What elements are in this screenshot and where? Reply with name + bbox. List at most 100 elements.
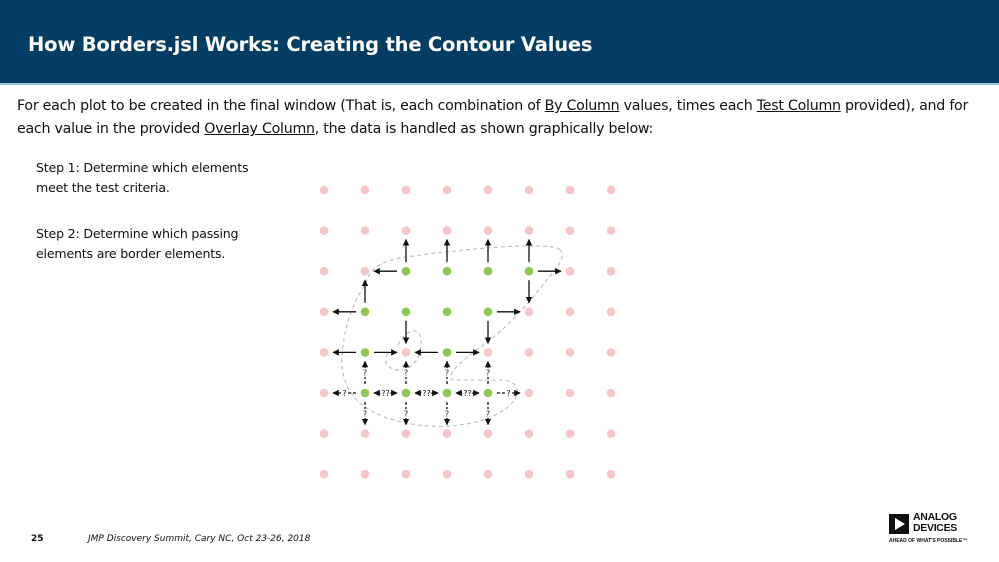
step-2-text: Step 2: Determine which passing elements… [36,226,239,261]
failing-element-dot [565,226,575,235]
failing-element-dot [524,469,534,479]
failing-element-dot [360,185,370,195]
logo-line-1: ANALOG [913,511,957,523]
test-column-link[interactable]: Test Column [756,98,841,114]
failing-element-dot [442,185,452,195]
passing-element-dot [483,388,493,398]
failing-element-dot [401,185,411,195]
failing-element-dot [606,429,616,438]
uncertain-label: ? [363,409,367,418]
uncertain-label: ?? [381,389,390,398]
failing-element-dot [319,469,329,479]
passing-element-dot [442,307,452,317]
failing-element-dot [319,226,329,235]
passing-element-dot [360,348,370,357]
failing-element-dot [319,348,329,357]
overlay-column-link[interactable]: Overlay Column [204,121,315,137]
passing-element-dot [483,307,493,317]
uncertain-label: ?? [422,389,431,398]
failing-element-dot [483,348,493,357]
failing-element-dot [319,388,329,398]
failing-element-dot [565,469,575,479]
intro-text: provided), and for each value in the pro… [17,98,969,137]
passing-element-dot [524,266,534,276]
passing-element-dot [401,307,411,317]
failing-element-dot [401,226,411,235]
failing-element-dot [524,429,534,438]
failing-element-dot [319,266,329,276]
passing-element-dot [360,388,370,398]
failing-element-dot [360,469,370,479]
intro-text: values, times each [619,98,757,114]
uncertain-label: ? [486,409,490,418]
uncertain-label: ?? [463,389,472,398]
logo-line-2: DEVICES [913,522,957,534]
header-bar: How Borders.jsl Works: Creating the Cont… [0,0,999,85]
failing-element-dot [524,185,534,195]
failing-element-dot [360,266,370,276]
failing-element-dot [483,185,493,195]
failing-element-dot [565,388,575,398]
failing-element-dot [524,307,534,317]
failing-element-dot [360,226,370,235]
failing-element-dot [442,469,452,479]
intro-paragraph: For each plot to be created in the final… [17,95,992,141]
failing-element-dot [565,185,575,195]
passing-element-dot [483,266,493,276]
failing-element-dot [606,388,616,398]
uncertain-label: ? [404,369,408,378]
failing-element-dot [606,226,616,235]
uncertain-label: ? [506,389,510,398]
passing-element-dot [360,307,370,317]
by-column-link[interactable]: By Column [544,98,620,114]
failing-element-dot [319,307,329,317]
failing-element-dot [319,185,329,195]
failing-element-dot [524,388,534,398]
failing-element-dot [606,185,616,195]
intro-text: , the data is handled as shown graphical… [314,121,654,137]
step-1-text: Step 1: Determine which elements meet th… [36,160,249,195]
failing-element-dot [524,348,534,357]
failing-element-dot [606,266,616,276]
uncertain-label: ? [342,389,346,398]
failing-element-dot [565,266,575,276]
failing-element-dot [483,226,493,235]
footer-text: JMP Discovery Summit, Cary NC, Oct 23-26… [88,534,311,544]
failing-element-dot [565,348,575,357]
uncertain-label: ? [404,409,408,418]
passing-element-dot [442,348,452,357]
logo-triangle-icon [889,514,909,534]
logo-tagline: AHEAD OF WHAT'S POSSIBLE™ [889,538,968,544]
failing-element-dot [401,429,411,438]
contour-inner-loop [384,330,422,371]
failing-element-dot [606,469,616,479]
failing-element-dot [442,429,452,438]
passing-element-dot [442,266,452,276]
uncertain-label: ? [445,409,449,418]
failing-element-dot [401,348,411,357]
passing-element-dot [442,388,452,398]
failing-element-dot [360,429,370,438]
uncertain-label: ? [363,369,367,378]
passing-element-dot [401,266,411,276]
uncertain-label: ? [486,369,490,378]
failing-element-dot [483,429,493,438]
page-number: 25 [31,534,44,544]
failing-element-dot [606,348,616,357]
failing-element-dot [565,307,575,317]
failing-element-dot [524,226,534,235]
uncertain-label: ? [445,369,449,378]
intro-text: For each plot to be created in the final… [17,98,545,114]
failing-element-dot [442,226,452,235]
failing-element-dot [483,469,493,479]
passing-element-dot [401,388,411,398]
failing-element-dot [319,429,329,438]
contour-outer [341,245,563,427]
failing-element-dot [401,469,411,479]
failing-element-dot [565,429,575,438]
slide-title: How Borders.jsl Works: Creating the Cont… [28,33,593,56]
contour-line [341,245,563,427]
